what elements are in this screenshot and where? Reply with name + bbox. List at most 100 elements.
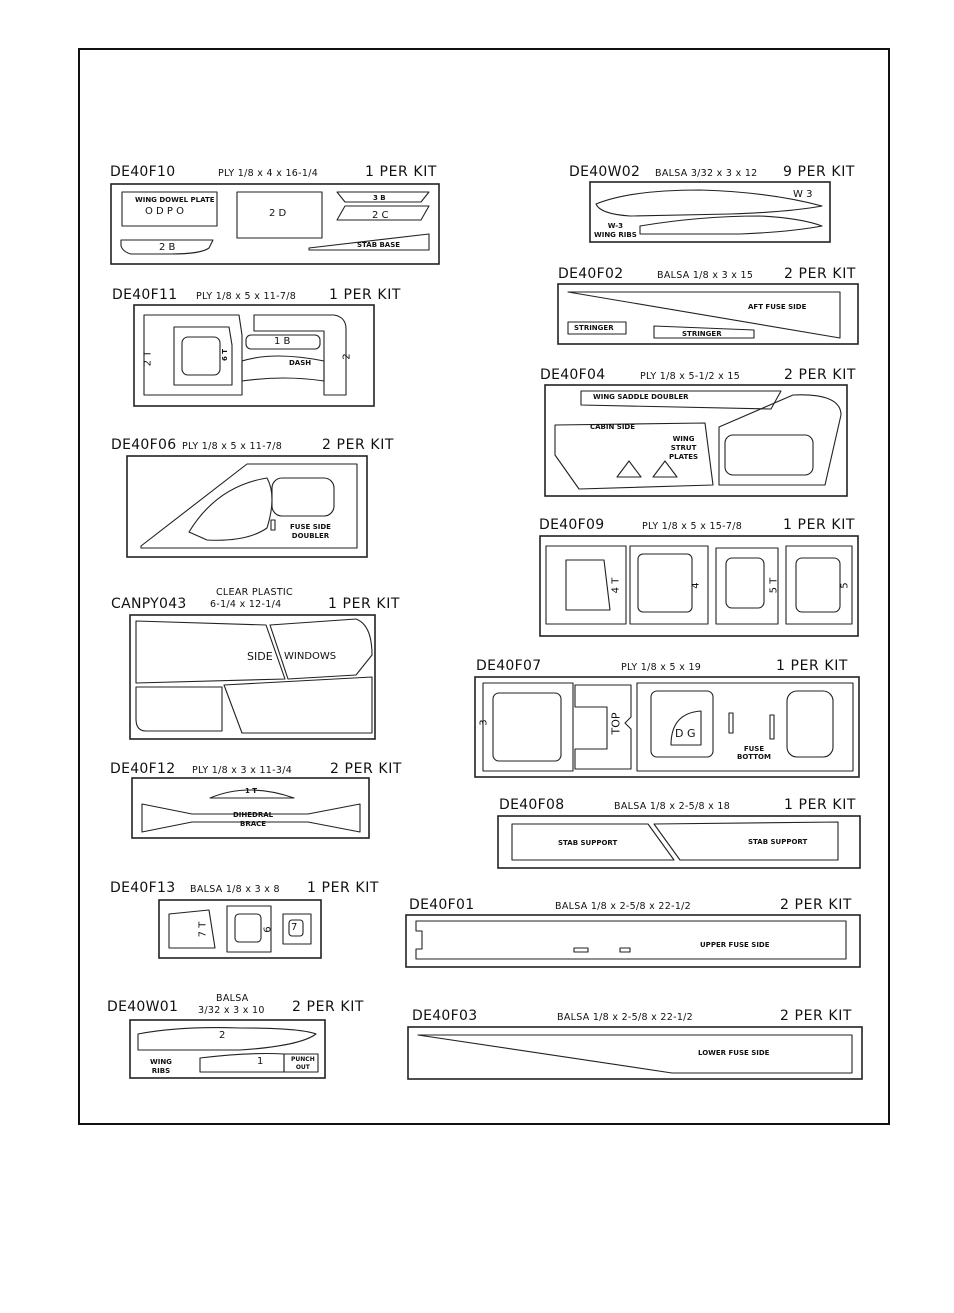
label-4: 4 [690, 582, 702, 589]
parts-sheet-de40f07: 3 TOP D G FUSE BOTTOM [474, 676, 860, 778]
part-quantity: 2 PER KIT [784, 266, 857, 282]
parts-sheet-de40f01: UPPER FUSE SIDE [405, 914, 861, 968]
part-material: PLY 1/8 x 5 x 11-7/8 [196, 291, 297, 302]
label-5: 5 [839, 582, 851, 589]
page-frame [78, 48, 890, 1125]
parts-sheet-de40f02: AFT FUSE SIDE STRINGER STRINGER [557, 283, 859, 345]
part-material-line2: 6-1/4 x 12-1/4 [210, 599, 282, 610]
label-stab-support: STAB SUPPORT [748, 838, 808, 846]
parts-sheet-de40w02: W 3 W-3 WING RIBS [589, 181, 831, 243]
part-material: BALSA 1/8 x 3 x 8 [190, 884, 280, 895]
label-2t: 2 T [142, 350, 154, 367]
label-1t: 1 T [245, 787, 258, 795]
parts-sheet-de40f10: WING DOWEL PLATE O D P O 2 D 3 B 2 C 2 B… [110, 183, 440, 265]
label-aft-fuse-side: AFT FUSE SIDE [748, 303, 807, 311]
label-stringer: STRINGER [574, 324, 614, 332]
label-wing-ribs: WING RIBS [150, 1058, 172, 1075]
label-3b: 3 B [373, 194, 386, 202]
part-material: PLY 1/8 x 5 x 15-7/8 [642, 521, 743, 532]
part-quantity: 1 PER KIT [784, 797, 857, 813]
label-stringer: STRINGER [682, 330, 722, 338]
part-quantity: 2 PER KIT [330, 761, 403, 777]
label-side: SIDE [247, 650, 273, 663]
part-code: DE40F06 [111, 437, 177, 453]
label-fuse-side-doubler: FUSE SIDE DOUBLER [290, 523, 331, 540]
label-2d: 2 D [269, 208, 287, 219]
label-2: 2 [219, 1030, 226, 1041]
label-dg: D G [675, 727, 696, 740]
part-code: DE40F07 [476, 658, 542, 674]
parts-sheet-de40f12: 1 T DIHEDRAL BRACE [131, 777, 370, 839]
label-2b: 2 B [159, 242, 176, 253]
label-wing-strut-plates: WING STRUT PLATES [669, 435, 699, 461]
label-windows: WINDOWS [284, 651, 337, 662]
part-code: DE40W02 [569, 164, 641, 180]
part-code: DE40F04 [540, 367, 606, 383]
part-quantity: 1 PER KIT [776, 658, 849, 674]
label-1: 1 [257, 1056, 264, 1067]
label-w3-wing-ribs: W-3 WING RIBS [594, 222, 637, 239]
label-lower-fuse-side: LOWER FUSE SIDE [698, 1049, 770, 1057]
part-code: DE40F13 [110, 880, 176, 896]
part-code: DE40F03 [412, 1008, 478, 1024]
part-material: BALSA 1/8 x 3 x 15 [657, 270, 754, 281]
part-quantity: 2 PER KIT [322, 437, 395, 453]
part-material: PLY 1/8 x 3 x 11-3/4 [192, 765, 293, 776]
part-quantity: 2 PER KIT [292, 999, 365, 1015]
parts-sheet-canpy043: SIDE WINDOWS [129, 614, 376, 740]
label-stab-base: STAB BASE [357, 241, 401, 249]
part-code: DE40F09 [539, 517, 605, 533]
part-code: DE40F11 [112, 287, 178, 303]
part-material-line1: CLEAR PLASTIC [216, 587, 293, 598]
label-punch-out: PUNCH OUT [291, 1056, 315, 1071]
label-6t: 6 T [221, 348, 230, 362]
part-material: PLY 1/8 x 5 x 19 [621, 662, 702, 673]
label-odpo: O D P O [145, 206, 185, 217]
label-upper-fuse-side: UPPER FUSE SIDE [700, 941, 770, 949]
label-cabin-side: CABIN SIDE [590, 423, 636, 431]
part-code: DE40W01 [107, 999, 179, 1015]
part-material: BALSA 1/8 x 2-5/8 x 22-1/2 [555, 901, 692, 912]
part-quantity: 1 PER KIT [328, 596, 401, 612]
part-quantity: 9 PER KIT [783, 164, 856, 180]
label-6: 6 [262, 926, 274, 933]
part-code: CANPY043 [111, 596, 187, 612]
part-quantity: 1 PER KIT [783, 517, 856, 533]
part-quantity: 2 PER KIT [780, 897, 853, 913]
label-4t: 4 T [610, 577, 622, 594]
label-7t: 7 T [197, 921, 209, 938]
label-dihedral-brace: DIHEDRAL BRACE [233, 811, 274, 828]
parts-sheet-de40w01: 2 1 WING RIBS PUNCH OUT [129, 1019, 326, 1079]
part-material: PLY 1/8 x 4 x 16-1/4 [218, 168, 319, 179]
parts-sheet-de40f04: WING SADDLE DOUBLER CABIN SIDE WING STRU… [544, 384, 848, 497]
label-stab-support: STAB SUPPORT [558, 839, 618, 847]
part-material: BALSA 3/32 x 3 x 12 [655, 168, 758, 179]
parts-sheet-de40f06: FUSE SIDE DOUBLER [126, 455, 368, 558]
label-2: 2 [341, 353, 353, 360]
part-code: DE40F10 [110, 164, 176, 180]
parts-sheet-de40f13: 7 T 6 7 [158, 899, 322, 959]
parts-sheet-de40f08: STAB SUPPORT STAB SUPPORT [497, 815, 861, 869]
part-code: DE40F02 [558, 266, 624, 282]
part-quantity: 2 PER KIT [780, 1008, 853, 1024]
part-material: PLY 1/8 x 5-1/2 x 15 [640, 371, 741, 382]
parts-sheet-de40f09: 4 T 4 5 T 5 [539, 535, 859, 637]
parts-sheet-de40f11: 2 T 6 T 1 B DASH 2 [133, 304, 375, 407]
part-material-line2: 3/32 x 3 x 10 [198, 1005, 265, 1016]
part-code: DE40F12 [110, 761, 176, 777]
label-w3: W 3 [793, 189, 813, 200]
part-material: PLY 1/8 x 5 x 11-7/8 [182, 441, 283, 452]
part-quantity: 1 PER KIT [329, 287, 402, 303]
label-3: 3 [478, 719, 490, 726]
label-7: 7 [291, 922, 298, 933]
label-5t: 5 T [768, 577, 780, 594]
part-material-line1: BALSA [216, 993, 249, 1004]
label-wing-dowel-plate: WING DOWEL PLATE [135, 196, 215, 204]
label-wing-saddle-doubler: WING SADDLE DOUBLER [593, 393, 689, 401]
label-1b: 1 B [274, 336, 291, 347]
part-quantity: 1 PER KIT [307, 880, 380, 896]
part-code: DE40F01 [409, 897, 475, 913]
parts-sheet-de40f03: LOWER FUSE SIDE [407, 1026, 863, 1080]
part-quantity: 2 PER KIT [784, 367, 857, 383]
label-top: TOP [609, 712, 623, 735]
